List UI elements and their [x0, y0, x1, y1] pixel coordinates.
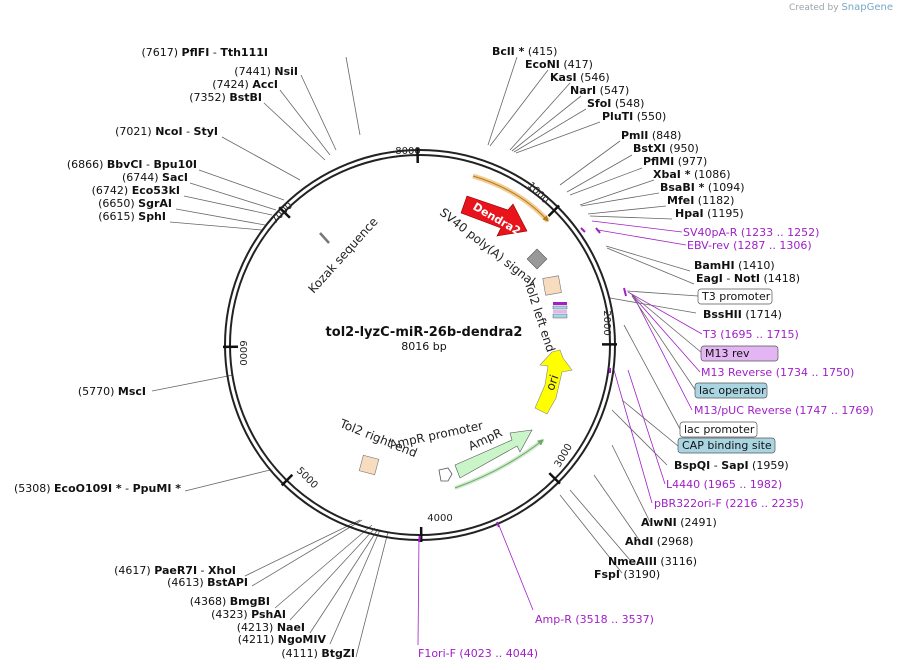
primer-label: L4440 (1965 .. 1982) [666, 478, 782, 491]
right-site-labels: BclI * (415)EcoNI (417)KasI (546)NarI (5… [492, 45, 800, 581]
restriction-site-label: (6742) Eco53kI [92, 184, 180, 197]
restriction-site-label: PmlI (848) [621, 129, 681, 142]
ori-arrow [534, 349, 573, 415]
restriction-site-label: (4368) BmgBI [190, 595, 270, 608]
restriction-site-label: (5770) MscI [78, 385, 146, 398]
tick-label: 6000 [237, 340, 248, 365]
restriction-site-label: BstXI (950) [633, 142, 699, 155]
feature-label-ori: ori [543, 373, 561, 392]
restriction-site-label: (6650) SgrAI [98, 197, 172, 210]
primer-connectors [417, 220, 703, 646]
orange-arc-line [472, 175, 549, 222]
restriction-site-label: FspI (3190) [594, 568, 660, 581]
feature-box [700, 345, 779, 362]
restriction-site-label: (7617) PflFI - Tth111I [141, 46, 268, 59]
ampr-arrow [454, 429, 533, 479]
feature-box-label: M13 rev [705, 347, 750, 360]
restriction-site-label: NmeAIII (3116) [608, 555, 697, 568]
restriction-site-label: BamHI (1410) [694, 259, 775, 272]
primer-ticks [418, 227, 627, 543]
restriction-site-label: (5308) EcoO109I * - PpuMI * [14, 482, 181, 495]
tick-marks [222, 147, 618, 543]
restriction-site-label: AhdI (2968) [625, 535, 693, 548]
restriction-site-label: (4213) NaeI [237, 621, 305, 634]
feature-connectors [621, 290, 703, 447]
restriction-site-label: (6744) SacI [122, 171, 188, 184]
tick-label: 4000 [427, 513, 452, 524]
restriction-site-label: (4111) BtgZI [281, 647, 355, 660]
restriction-site-label: (7021) NcoI - StyI [115, 125, 218, 138]
green-arc-glow [454, 438, 545, 490]
sv40-polya-box [526, 248, 548, 270]
restriction-site-label: (4211) NgoMIV [238, 633, 327, 646]
tick-label: 8000 [395, 146, 420, 157]
primer-label: F1ori-F (4023 .. 4044) [418, 647, 538, 660]
restriction-site-label: BclI * (415) [492, 45, 557, 58]
tol2-left-box [542, 275, 562, 296]
restriction-site-label: EagI - NotI (1418) [696, 272, 800, 285]
feature-box [677, 437, 776, 454]
primer-label: pBR322ori-F (2216 .. 2235) [654, 497, 804, 510]
restriction-site-label: (6615) SphI [98, 210, 166, 223]
restriction-site-label: (4613) BstAPI [167, 576, 248, 589]
plasmid-name: tol2-lyzC-miR-26b-dendra2 [326, 325, 523, 340]
restriction-site-label: PflMI (977) [643, 155, 707, 168]
restriction-site-label: BspQI - SapI (1959) [674, 459, 789, 472]
tick-label: 5000 [294, 465, 320, 491]
feature-box-label: CAP binding site [682, 439, 772, 452]
restriction-site-label: HpaI (1195) [675, 207, 744, 220]
restriction-site-label: (7424) AccI [212, 78, 278, 91]
tick-label: 2000 [601, 310, 612, 335]
restriction-site-label: BsaBI * (1094) [660, 181, 745, 194]
restriction-site-label: PluTI (550) [602, 110, 666, 123]
dendra2-arrow [460, 195, 528, 237]
restriction-site-label: (7352) BstBI [189, 91, 262, 104]
tol2-right-box [358, 454, 380, 476]
restriction-site-label: (4323) PshAI [211, 608, 286, 621]
snapgene-logo: SnapGene [841, 2, 893, 13]
primer-labels: SV40pA-R (1233 .. 1252)EBV-rev (1287 .. … [418, 226, 874, 660]
restriction-site-label: NarI (547) [570, 84, 629, 97]
tick-mark [278, 206, 291, 219]
feature-box-label: lac operator [699, 384, 766, 397]
restriction-site-label: MfeI (1182) [667, 194, 734, 207]
restriction-site-label: BssHII (1714) [703, 308, 782, 321]
site-connectors [151, 56, 697, 658]
feature-box [697, 288, 773, 305]
tick-label: 3000 [553, 442, 575, 470]
feature-box [694, 382, 768, 399]
left-site-labels: (7617) PflFI - Tth111I (7441) NsiI(7424) … [14, 46, 355, 660]
primer-label: M13/pUC Reverse (1747 .. 1769) [694, 404, 874, 417]
feature-box-label: T3 promoter [701, 290, 771, 303]
restriction-site-label: KasI (546) [550, 71, 610, 84]
feature-box [679, 421, 758, 438]
tick-mark [280, 473, 294, 487]
feature-label-kozak: Kozak sequence [305, 215, 380, 296]
restriction-site-label: SfoI (548) [587, 97, 644, 110]
kozak-mark [319, 232, 330, 244]
restriction-site-label: (7441) NsiI [234, 65, 298, 78]
restriction-site-label: AlwNI (2491) [641, 516, 717, 529]
restriction-site-label: XbaI * (1086) [653, 168, 731, 181]
restriction-site-label: (4617) PaeR7I - XhoI [114, 564, 236, 577]
plasmid-length: 8016 bp [401, 340, 446, 353]
snapgene-credit: Created by SnapGene [789, 2, 893, 13]
feature-box-label: lac promoter [684, 423, 755, 436]
restriction-site-label: EcoNI (417) [525, 58, 593, 71]
tick-mark [547, 204, 560, 217]
ampr-promoter-arrow [438, 467, 453, 482]
primer-label: SV40pA-R (1233 .. 1252) [683, 226, 819, 239]
primer-label: T3 (1695 .. 1715) [702, 328, 799, 341]
credit-prefix: Created by [789, 3, 839, 13]
tick-mark [548, 472, 561, 485]
restriction-site-label: (6866) BbvCI - Bpu10I [67, 158, 197, 171]
small-feature-stack [552, 302, 568, 319]
primer-label: EBV-rev (1287 .. 1306) [687, 239, 812, 252]
primer-label: Amp-R (3518 .. 3537) [535, 613, 654, 626]
primer-label: M13 Reverse (1734 .. 1750) [701, 366, 854, 379]
